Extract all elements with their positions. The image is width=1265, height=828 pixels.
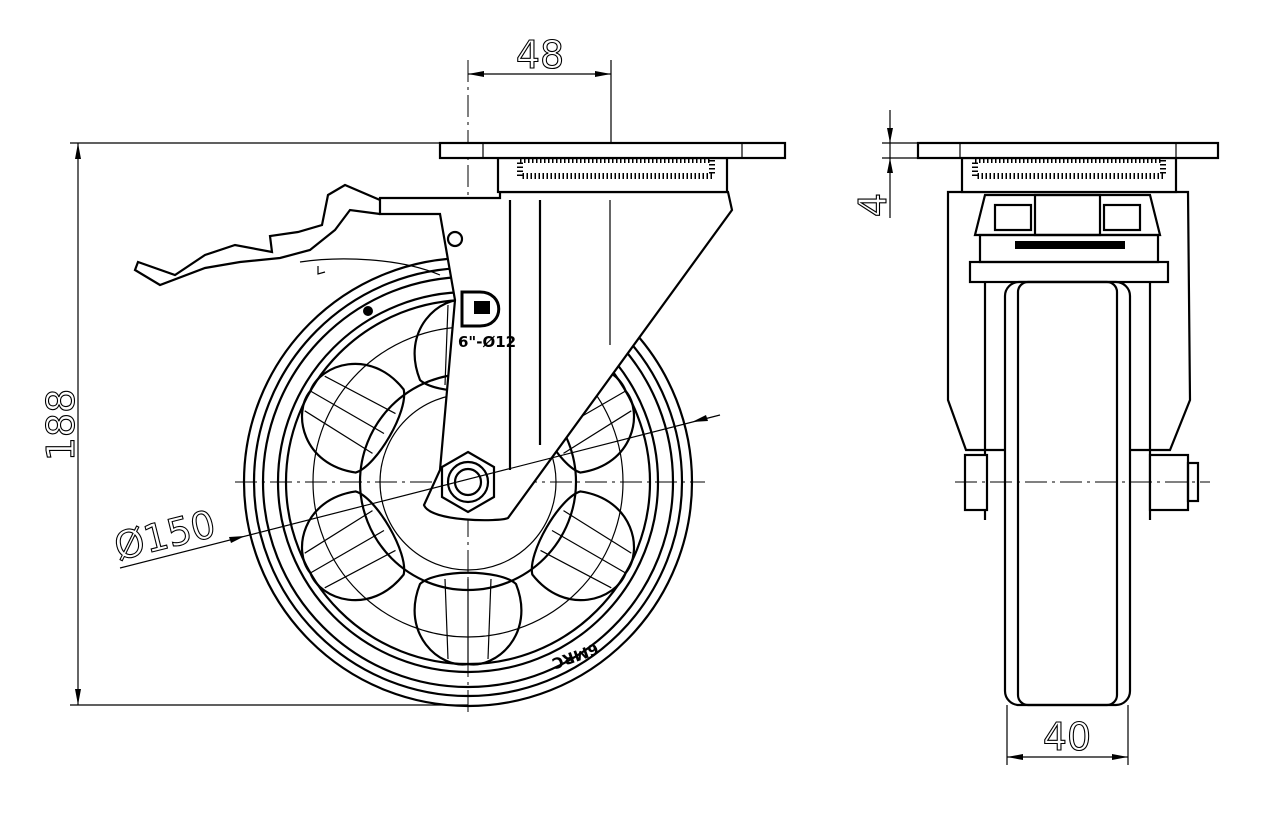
fork [378,190,734,522]
svg-text:188: 188 [39,389,83,462]
svg-text:Ø150: Ø150 [110,502,220,569]
svg-text:4: 4 [851,193,895,217]
rivet-hole [446,230,464,248]
brake-pad [968,260,1170,284]
front-view [916,141,1220,707]
dimension-4: 4 [850,110,918,218]
top-plate [438,141,787,160]
top-plate-front [916,141,1220,160]
svg-text:40: 40 [1043,715,1091,759]
valve-dot [363,306,373,316]
dimension-40: 40 [1006,705,1129,765]
side-view: 6"-Ø12 6MRC [133,60,787,715]
dimension-188: 188 [38,142,468,706]
swivel-bearing [496,156,729,194]
svg-text:48: 48 [516,33,564,77]
brake-lever [133,183,381,287]
dimension-diameter-150: Ø150 [109,414,721,570]
size-label: 6"-Ø12 [458,333,516,351]
brand-logo [460,290,501,328]
wheel-front [1003,280,1132,707]
dimension-48: 48 [468,32,611,78]
